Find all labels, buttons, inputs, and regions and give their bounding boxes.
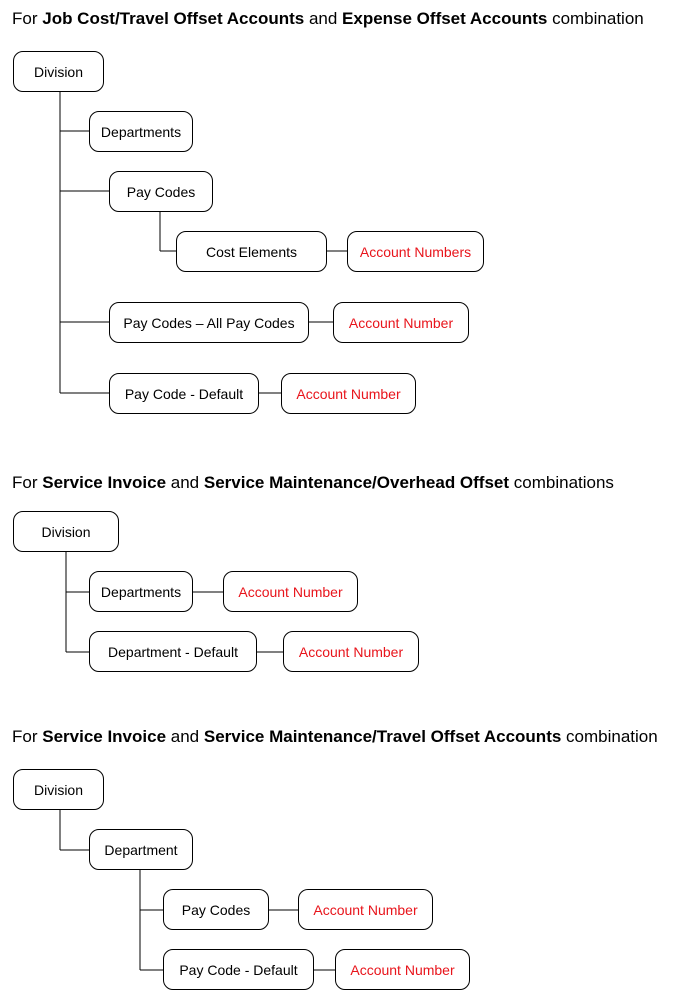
s2-division-node: Division <box>13 511 119 552</box>
s1-departments-node: Departments <box>89 111 193 152</box>
s3-pay-codes-node: Pay Codes <box>163 889 269 930</box>
s3-department-node: Department <box>89 829 193 870</box>
s3-pay-code-default-node: Pay Code - Default <box>163 949 314 990</box>
s1-pay-codes-all-node: Pay Codes – All Pay Codes <box>109 302 309 343</box>
s1-account-numbers-node: Account Numbers <box>347 231 484 272</box>
s2-account-number-default-node: Account Number <box>283 631 419 672</box>
s2-departments-node: Departments <box>89 571 193 612</box>
s1-account-number-default-node: Account Number <box>281 373 416 414</box>
s3-division-node: Division <box>13 769 104 810</box>
s2-department-default-node: Department - Default <box>89 631 257 672</box>
s3-account-number-pay-node: Account Number <box>298 889 433 930</box>
s1-division-node: Division <box>13 51 104 92</box>
section-2-heading: For Service Invoice and Service Maintena… <box>12 473 614 492</box>
s1-pay-codes-node: Pay Codes <box>109 171 213 212</box>
s1-cost-elements-node: Cost Elements <box>176 231 327 272</box>
section-1-heading: For Job Cost/Travel Offset Accounts and … <box>12 9 644 28</box>
s1-account-number-all-node: Account Number <box>333 302 469 343</box>
s2-account-number-dept-node: Account Number <box>223 571 358 612</box>
s1-pay-code-default-node: Pay Code - Default <box>109 373 259 414</box>
section-3-heading: For Service Invoice and Service Maintena… <box>12 727 658 746</box>
s3-account-number-default-node: Account Number <box>335 949 470 990</box>
